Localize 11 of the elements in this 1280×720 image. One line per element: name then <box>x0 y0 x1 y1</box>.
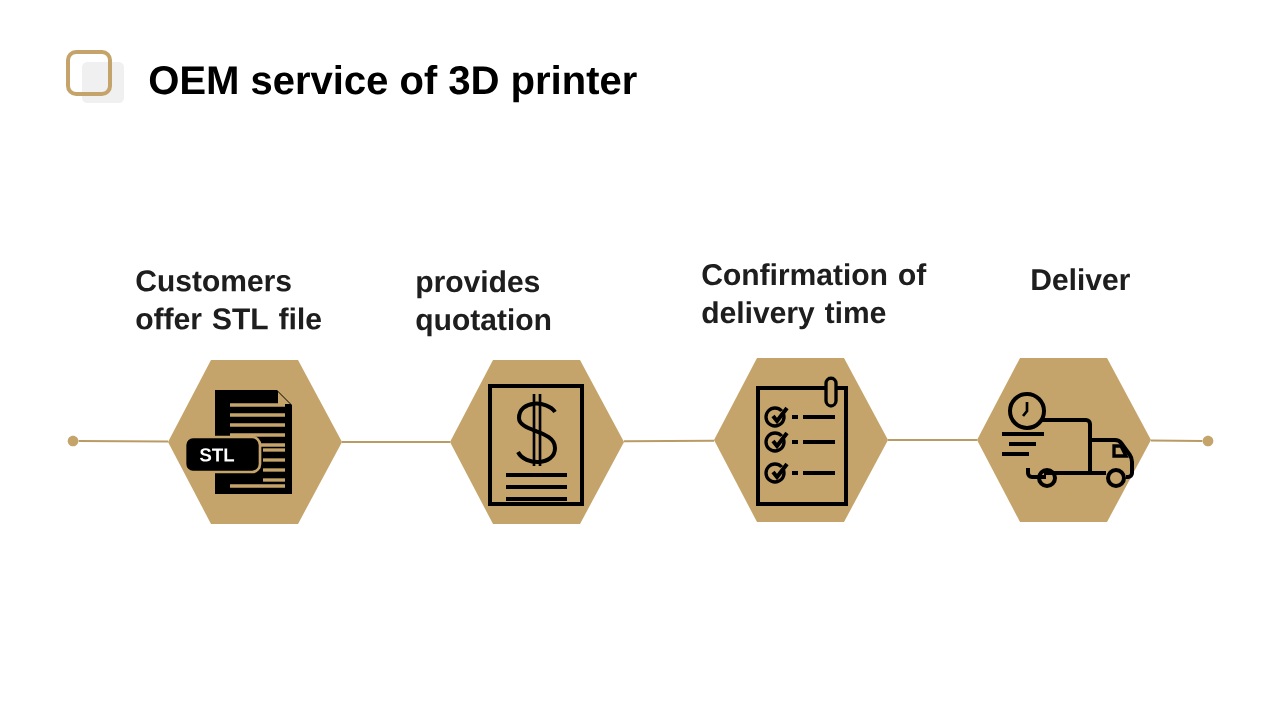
format-label: STL <box>199 448 235 462</box>
connector-line <box>77 440 170 443</box>
step-heading: Deliver <box>1032 268 1130 291</box>
connector-line <box>886 439 979 441</box>
connector-line <box>622 439 716 443</box>
step-heading: Confirmation of delivery time <box>702 263 927 330</box>
title: OEM service of 3D printer <box>149 65 637 103</box>
connector-line <box>1149 439 1204 442</box>
step-heading: provides quotation <box>416 270 551 337</box>
connector-line <box>340 441 452 443</box>
step-heading: Customers offer STL file <box>136 270 321 330</box>
